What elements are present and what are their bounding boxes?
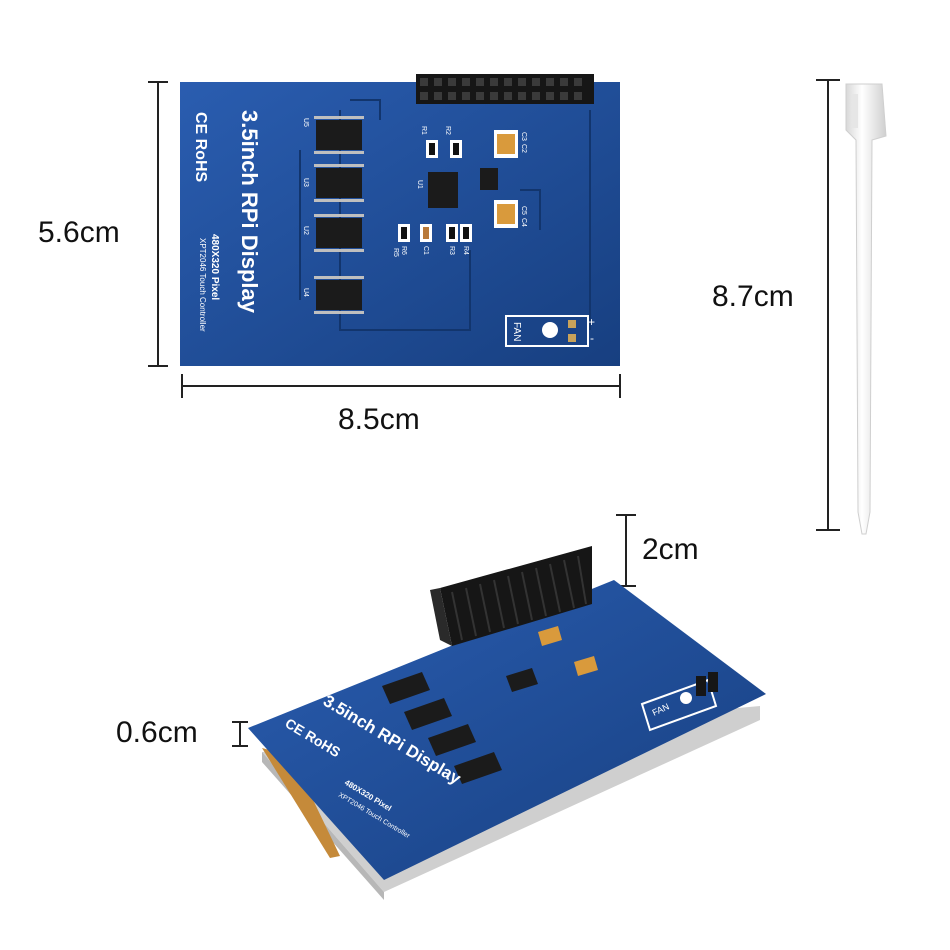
board-plus: +	[588, 315, 595, 329]
dimension-header-label: 2cm	[642, 533, 699, 566]
dimension-width-label: 8.5cm	[338, 403, 420, 436]
svg-text:R4: R4	[462, 246, 469, 255]
ic-chips-3d	[382, 668, 538, 784]
svg-text:C1: C1	[422, 246, 429, 255]
stylus	[845, 83, 887, 535]
fan-connector	[505, 315, 589, 347]
svg-text:C2: C2	[520, 144, 527, 153]
board-controller: XPT2046 Touch Controller	[198, 238, 207, 332]
svg-text:U5: U5	[302, 118, 309, 127]
svg-text:R2: R2	[444, 126, 451, 135]
svg-text:U4: U4	[302, 288, 309, 297]
svg-text:C5: C5	[520, 206, 527, 215]
svg-text:U1: U1	[416, 180, 423, 189]
svg-text:R3: R3	[448, 246, 455, 255]
svg-text:R6: R6	[400, 246, 407, 255]
dimension-lines	[148, 79, 840, 747]
board-perspective-view: 3.5inch RPi Display CE RoHS 480X320 Pixe…	[248, 546, 766, 900]
dimension-stylus-label: 8.7cm	[712, 280, 794, 313]
passive-components	[398, 130, 518, 242]
ic-labels: U5 U3 U2 U4	[302, 118, 309, 297]
svg-text:U3: U3	[302, 178, 309, 187]
dimension-height-label: 5.6cm	[38, 216, 120, 249]
board-title: 3.5inch RPi Display	[237, 110, 262, 314]
board-top-view: 3.5inch RPi Display CE RoHS 480X320 Pixe…	[180, 74, 620, 366]
ic-chips	[316, 120, 498, 310]
svg-text:C4: C4	[520, 218, 527, 227]
board-resolution: 480X320 Pixel	[209, 234, 220, 300]
svg-text:R1: R1	[420, 126, 427, 135]
svg-text:R5: R5	[392, 248, 399, 257]
board-minus: -	[590, 331, 594, 345]
fan-icon-3d	[680, 692, 692, 704]
board-fan-label: FAN	[511, 322, 522, 341]
board-cert: CE RoHS	[192, 112, 209, 183]
gpio-header-3d	[440, 546, 592, 646]
component-labels: R1 R2 C3 C2 U1 C5 C4 R6 C1 R3 R4 R5	[392, 126, 527, 257]
fan-icon	[542, 322, 558, 338]
svg-text:C3: C3	[520, 132, 527, 141]
dimension-thickness-label: 0.6cm	[116, 716, 198, 749]
svg-text:U2: U2	[302, 226, 309, 235]
